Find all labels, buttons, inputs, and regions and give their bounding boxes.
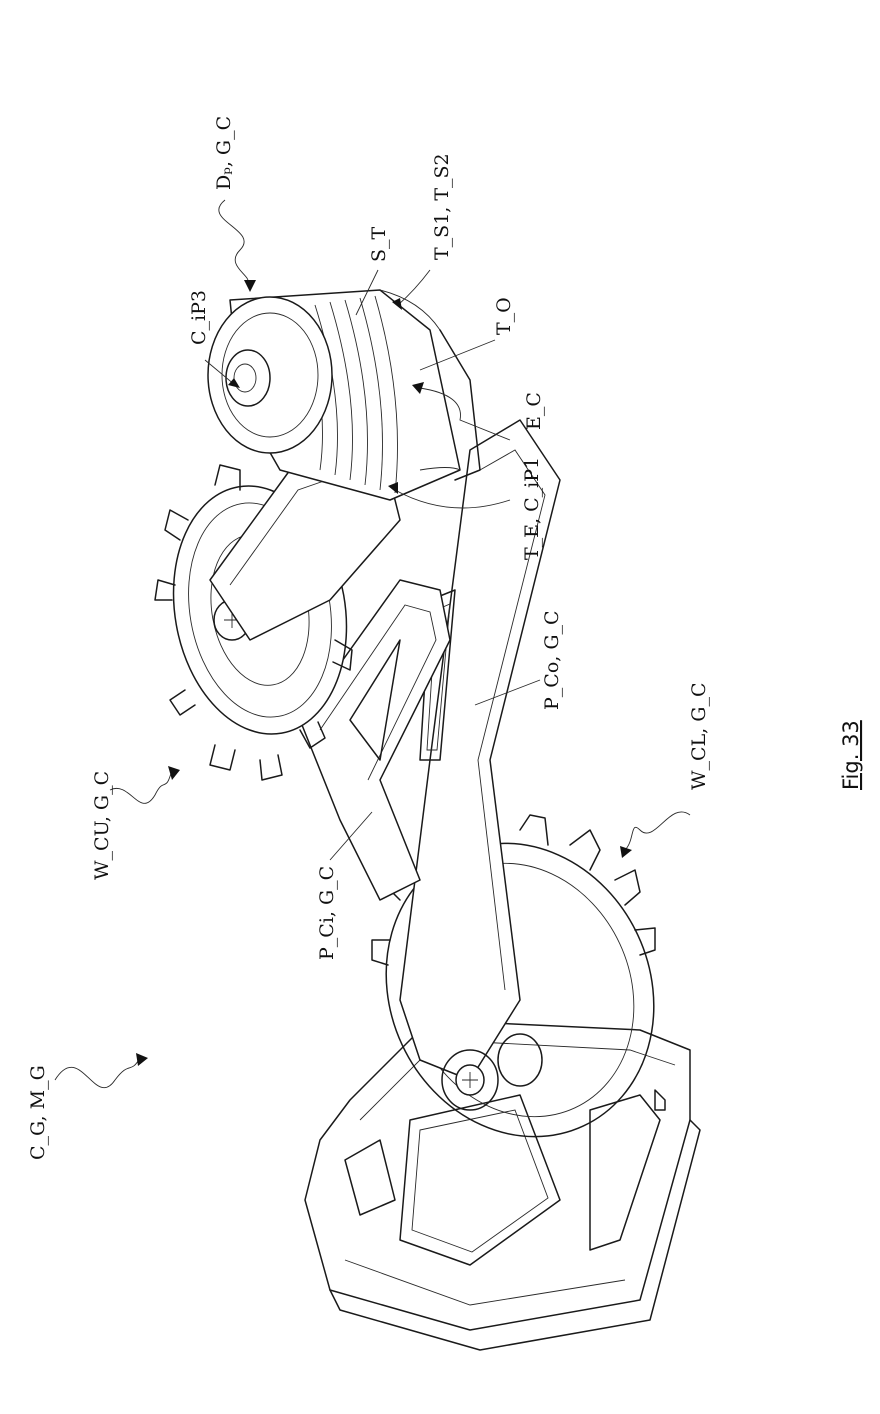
label-st: S_T [368, 226, 390, 262]
labels: Dₚ, G_C C_iP3 S_T T_S1, T_S2 T_O E_C T_E… [27, 116, 863, 1160]
lower-cage-plate [304, 1019, 701, 1351]
label-pci-gc: P_Ci, G_C [316, 866, 338, 960]
label-ec: E_C [523, 392, 545, 430]
label-to: T_O [493, 297, 515, 335]
figure-caption: Fig. 33 [839, 720, 863, 790]
tensioner-drum [207, 289, 481, 501]
label-pco-gc: P_Co, G_C [541, 610, 563, 710]
inner-cage-plate [299, 579, 451, 901]
label-cip3: C_iP3 [188, 290, 210, 345]
label-cg-mg: C_G, M_G [27, 1065, 49, 1160]
label-wcu-gc: W_CU, G_C [91, 771, 113, 880]
outer-cage-arm [399, 419, 561, 1111]
label-ts1-ts2: T_S1, T_S2 [431, 153, 453, 260]
label-dp-gc: Dₚ, G_C [213, 116, 235, 190]
label-wcl-gc: W_CL, G_C [688, 683, 710, 790]
leader-lines [54, 199, 691, 1088]
label-te-cip1: T_E, C_iP1 [521, 457, 543, 560]
